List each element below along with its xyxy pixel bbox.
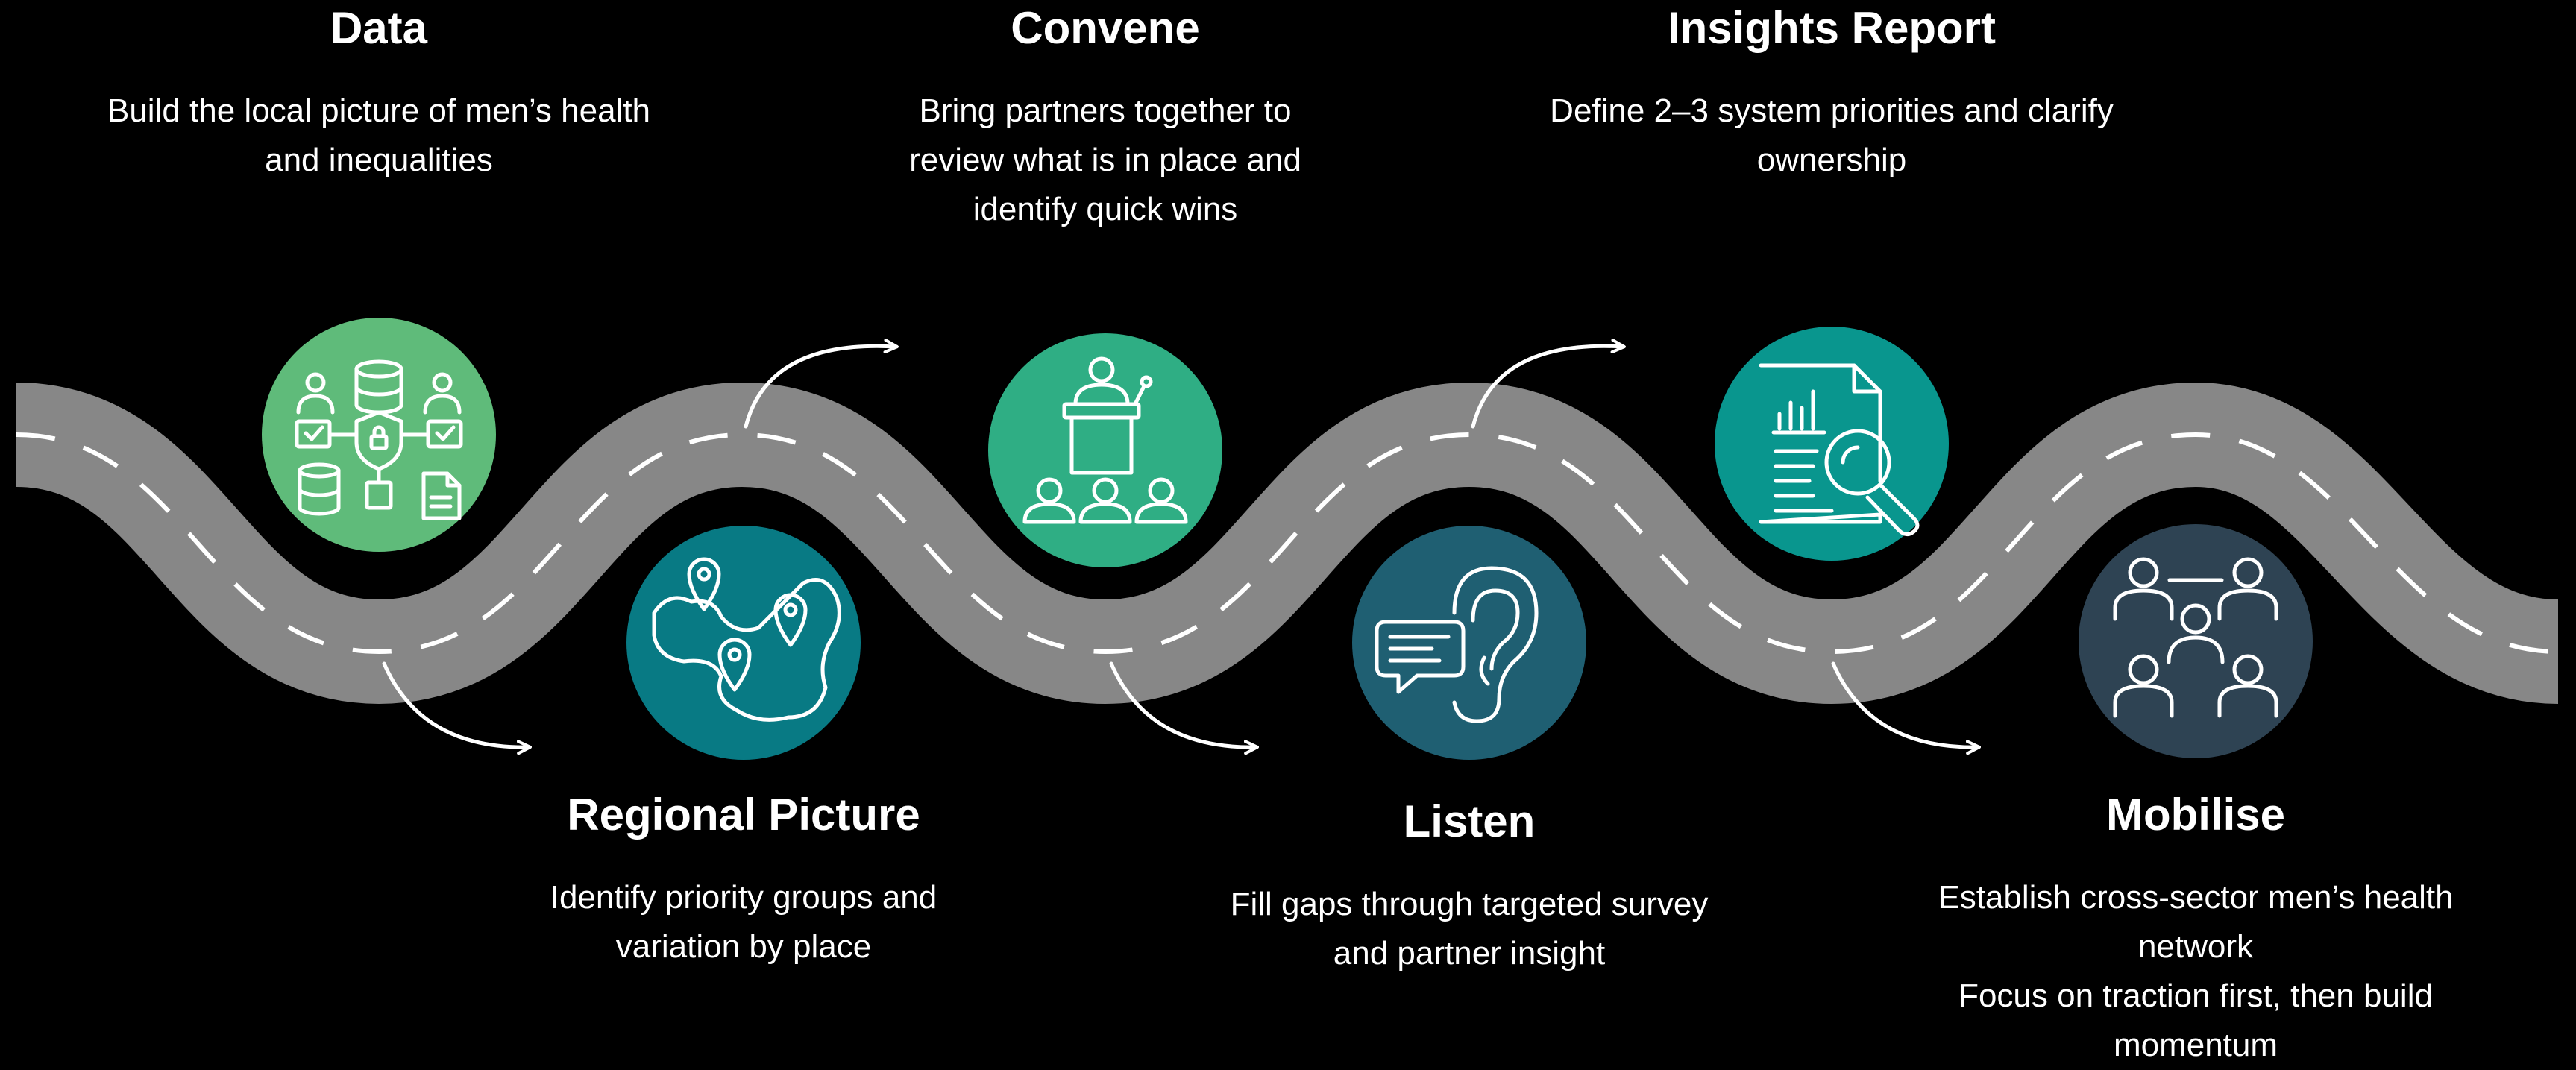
winding-road	[14, 382, 2560, 705]
stage-description: Define 2–3 system priorities and clarify…	[1550, 92, 2114, 178]
arrow-regional-to-convene	[744, 339, 899, 429]
stage-description: Establish cross-sector men’s health netw…	[1938, 879, 2454, 1063]
map-pins-icon	[652, 557, 841, 722]
people-network-icon	[2113, 557, 2278, 718]
road-center-dashes	[16, 432, 2559, 655]
stage-title: Regional Picture	[567, 790, 920, 840]
arrow-insights-to-mobilise	[1831, 661, 1981, 755]
stage-title: Convene	[1011, 3, 1200, 53]
stage-description: Bring partners together to review what i…	[909, 92, 1301, 227]
arrow-data-to-regional	[382, 661, 532, 755]
circle-mobilise	[2079, 524, 2313, 758]
stage-description: Fill gaps through targeted survey and pa…	[1230, 886, 1709, 972]
stage-description: Build the local picture of men’s health …	[107, 92, 651, 178]
stage-title: Mobilise	[2105, 790, 2286, 840]
stage-title: Data	[330, 3, 428, 53]
arrow-convene-to-listen	[1109, 661, 1259, 755]
stage-description: Identify priority groups and variation b…	[550, 879, 937, 965]
stage-data: Data Build the local picture of men’s he…	[103, 1, 655, 185]
circle-convene	[988, 333, 1222, 567]
stage-title: Insights Report	[1667, 3, 1996, 53]
flow-arrows	[382, 339, 1981, 755]
report-magnifier-icon	[1759, 363, 1920, 536]
presenter-audience-icon	[1022, 356, 1188, 524]
data-governance-icon	[295, 359, 463, 520]
arrow-listen-to-insights	[1471, 339, 1626, 429]
ear-speech-icon	[1375, 566, 1539, 723]
stage-mobilise: Mobilise Establish cross-sector men’s he…	[1912, 788, 2479, 1070]
stage-convene: Convene Bring partners together to revie…	[874, 1, 1336, 234]
stage-listen: Listen Fill gaps through targeted survey…	[1216, 795, 1723, 978]
stage-insights-report: Insights Report Define 2–3 system priori…	[1548, 1, 2115, 185]
circle-listen	[1352, 526, 1586, 760]
stage-title: Listen	[1403, 796, 1536, 846]
stage-regional-picture: Regional Picture Identify priority group…	[490, 788, 997, 972]
